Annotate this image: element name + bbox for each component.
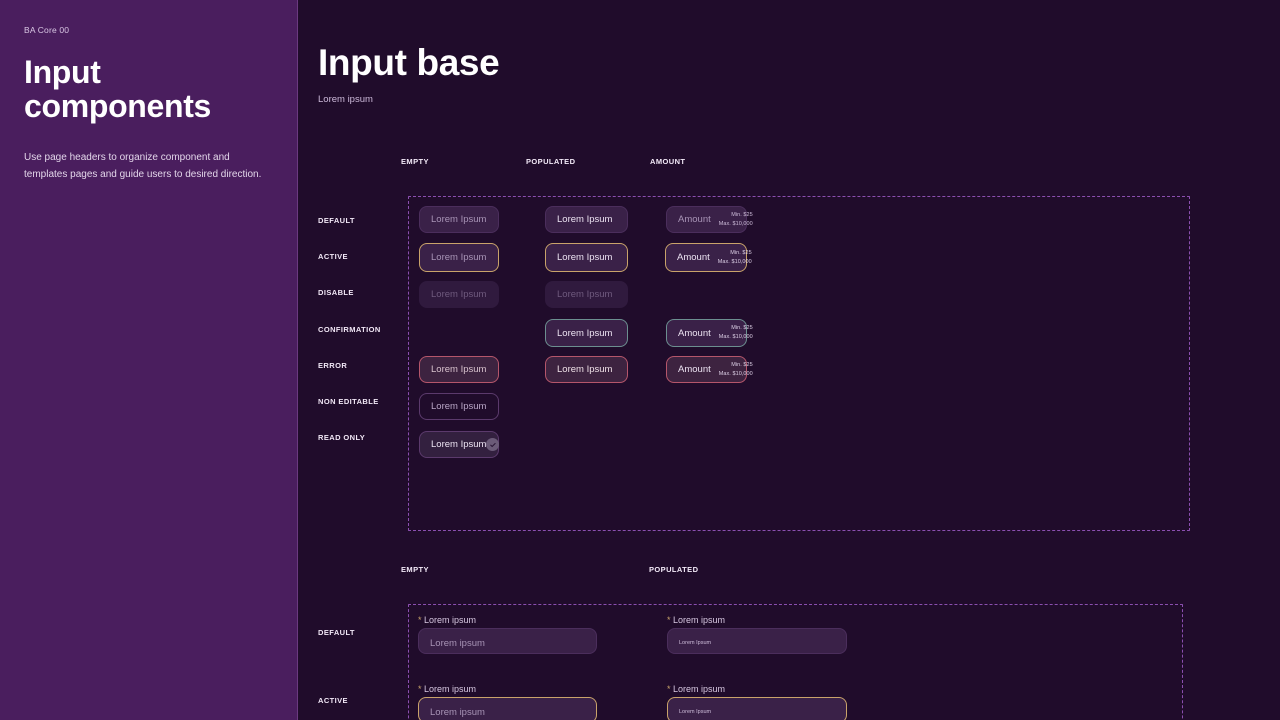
sidebar: BA Core 00 Input components Use page hea… <box>0 0 298 720</box>
textarea-label-default-empty: * Lorem ipsum <box>418 615 476 625</box>
section2-row-label-default: DEFAULT <box>318 628 355 637</box>
textarea-active-empty[interactable]: Lorem ipsum <box>418 697 597 720</box>
row-label-confirmation: CONFIRMATION <box>318 325 381 334</box>
amount-max: Max. $10,000 <box>717 258 752 265</box>
input-default-amount[interactable]: Amount Min. $25 Max. $10,000 <box>666 206 753 233</box>
input-non-editable: Lorem Ipsum <box>419 393 499 420</box>
amount-min: Min. $25 <box>731 211 753 218</box>
section2-column-header-populated: POPULATED <box>649 565 699 574</box>
row-label-non-editable: NON EDITABLE <box>318 397 379 406</box>
textarea-label-text: Lorem ipsum <box>424 684 477 694</box>
input-error-populated[interactable]: Lorem Ipsum <box>545 356 628 383</box>
amount-limits: Min. $25 Max. $10,000 <box>718 249 752 267</box>
page-title: Input base <box>318 42 500 83</box>
amount-label: Amount <box>678 214 711 225</box>
required-mark: * <box>667 684 671 694</box>
row-label-active: ACTIVE <box>318 252 348 261</box>
textarea-label-text: Lorem ipsum <box>673 615 726 625</box>
amount-label: Amount <box>677 252 710 263</box>
amount-label: Amount <box>678 364 711 375</box>
input-read-only: Lorem Ipsum <box>419 431 500 458</box>
column-header-amount: AMOUNT <box>650 157 686 166</box>
textarea-label-active-empty: * Lorem ipsum <box>418 684 476 694</box>
input-error-empty[interactable]: Lorem Ipsum <box>419 356 499 383</box>
amount-min: Min. $25 <box>730 249 752 256</box>
input-confirmation-populated[interactable]: Lorem Ipsum <box>545 319 628 347</box>
main-content: Input base Lorem ipsum EMPTY POPULATED A… <box>298 0 1280 720</box>
textarea-label-text: Lorem ipsum <box>673 684 726 694</box>
input-active-empty[interactable]: Lorem Ipsum <box>419 243 499 272</box>
section2-column-header-empty: EMPTY <box>401 565 429 574</box>
amount-limits: Min. $25 Max. $10,000 <box>719 361 753 379</box>
input-active-populated[interactable]: Lorem Ipsum <box>545 243 628 272</box>
check-circle-icon <box>486 438 500 451</box>
input-default-populated[interactable]: Lorem Ipsum <box>545 206 628 233</box>
input-disabled-populated: Lorem Ipsum <box>545 281 628 308</box>
textarea-default-empty[interactable]: Lorem ipsum <box>418 628 597 654</box>
amount-min: Min. $25 <box>731 361 753 368</box>
sidebar-description: Use page headers to organize component a… <box>24 152 262 180</box>
row-label-error: ERROR <box>318 361 348 370</box>
row-label-disable: DISABLE <box>318 288 354 297</box>
input-disabled-empty: Lorem Ipsum <box>419 281 499 308</box>
sidebar-eyebrow: BA Core 00 <box>24 25 70 35</box>
section1-guide-box <box>408 196 1190 531</box>
amount-max: Max. $10,000 <box>718 334 753 340</box>
page-subtitle: Lorem ipsum <box>318 94 373 105</box>
textarea-label-active-populated: * Lorem ipsum <box>667 684 725 694</box>
amount-max: Max. $10,000 <box>718 370 753 377</box>
input-default-empty[interactable]: Lorem Ipsum <box>419 206 499 233</box>
input-error-amount[interactable]: Amount Min. $25 Max. $10,000 <box>666 356 753 383</box>
section2-row-label-active: ACTIVE <box>318 696 348 705</box>
amount-label: Amount <box>678 327 711 339</box>
textarea-label-text: Lorem ipsum <box>424 615 477 625</box>
amount-min: Min. $25 <box>731 325 753 331</box>
required-mark: * <box>667 615 671 625</box>
input-confirmation-amount[interactable]: Amount Min. $25 Max. $10,000 <box>666 319 753 347</box>
required-mark: * <box>418 684 422 694</box>
row-label-read-only: READ ONLY <box>318 433 366 442</box>
textarea-default-populated[interactable]: Lorem Ipsum <box>667 628 847 654</box>
required-mark: * <box>418 615 422 625</box>
input-active-amount[interactable]: Amount Min. $25 Max. $10,000 <box>665 243 752 272</box>
amount-limits: Min. $25 Max. $10,000 <box>719 324 753 342</box>
column-header-empty: EMPTY <box>401 157 429 166</box>
amount-max: Max. $10,000 <box>718 220 753 227</box>
input-read-only-value: Lorem Ipsum <box>431 439 487 450</box>
sidebar-title: Input components <box>24 54 212 124</box>
textarea-label-default-populated: * Lorem ipsum <box>667 615 725 625</box>
amount-limits: Min. $25 Max. $10,000 <box>719 211 753 229</box>
row-label-default: DEFAULT <box>318 216 355 225</box>
column-header-populated: POPULATED <box>526 157 576 166</box>
section2-guide-box <box>408 604 1183 720</box>
textarea-active-populated[interactable]: Lorem Ipsum <box>667 697 847 720</box>
